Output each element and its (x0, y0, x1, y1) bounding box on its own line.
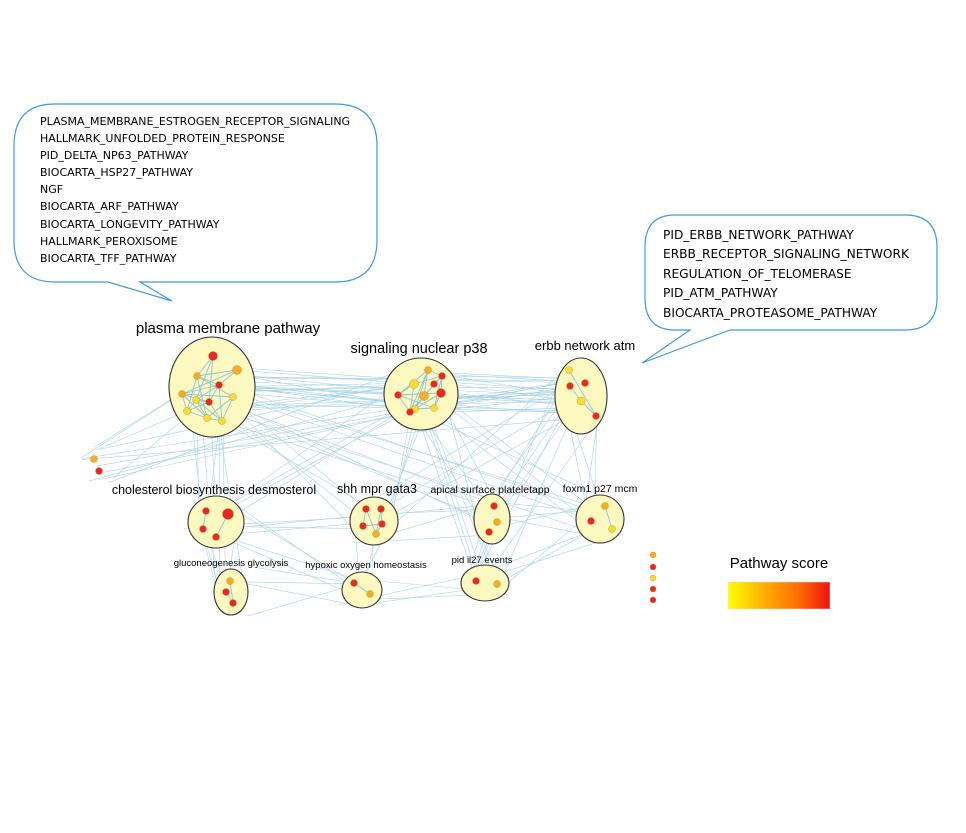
pathway-node (439, 373, 446, 380)
cluster-label-chol: cholesterol biosynthesis desmosterol (112, 483, 316, 497)
pathway-node (96, 468, 103, 475)
pathway-node (431, 381, 438, 388)
callout-left-item: BIOCARTA_HSP27_PATHWAY (40, 164, 350, 181)
pathway-node (363, 506, 370, 513)
pathway-node (230, 600, 237, 607)
pathway-node (602, 503, 609, 510)
cluster-label-shh: shh mpr gata3 (337, 482, 417, 496)
pathway-node (230, 394, 237, 401)
callout-left-pathway-list: PLASMA_MEMBRANE_ESTROGEN_RECEPTOR_SIGNAL… (40, 113, 350, 267)
pathway-node (216, 382, 223, 389)
legend: Pathway score (728, 555, 830, 609)
pathway-node (650, 552, 656, 558)
network-edge (239, 515, 368, 527)
network-edge (99, 407, 439, 480)
callout-right-item: PID_ATM_PATHWAY (663, 284, 909, 303)
cluster-label-erbb: erbb network atm (535, 338, 635, 353)
pathway-node (351, 580, 358, 587)
callout-right-item: REGULATION_OF_TELOMERASE (663, 265, 909, 284)
cluster-label-foxm1: foxm1 p27 mcm (563, 483, 638, 495)
pathway-node (410, 380, 419, 389)
callout-left-item: BIOCARTA_TFF_PATHWAY (40, 250, 350, 267)
callout-right-item: PID_ERBB_NETWORK_PATHWAY (663, 226, 909, 245)
pathway-node (200, 526, 207, 533)
callout-left-item: PLASMA_MEMBRANE_ESTROGEN_RECEPTOR_SIGNAL… (40, 113, 350, 130)
cluster-foxm1-ellipse (576, 495, 624, 543)
cluster-pid-ellipse (461, 565, 509, 601)
pathway-node (193, 397, 200, 404)
pathway-node (486, 529, 493, 536)
callout-left-item: HALLMARK_UNFOLDED_PROTEIN_RESPONSE (40, 130, 350, 147)
pathway-node (373, 531, 380, 538)
callout-left-item: PID_DELTA_NP63_PATHWAY (40, 147, 350, 164)
pathway-node (219, 418, 226, 425)
pathway-node (367, 591, 374, 598)
pathway-node (209, 352, 218, 361)
cluster-erbb-ellipse (555, 358, 607, 434)
pathway-node (379, 521, 386, 528)
pathway-node (650, 597, 656, 603)
pathway-node (223, 509, 234, 520)
cluster-apical-ellipse (474, 494, 510, 544)
network-edge (89, 388, 428, 482)
callout-left-item: BIOCARTA_LONGEVITY_PATHWAY (40, 216, 350, 233)
pathway-node (194, 373, 201, 380)
pathway-node (378, 506, 385, 513)
pathway-node (577, 397, 585, 405)
callout-right-item: ERBB_RECEPTOR_SIGNALING_NETWORK (663, 245, 909, 264)
pathway-node (407, 409, 414, 416)
pathway-node (566, 367, 573, 374)
pathway-node (491, 503, 498, 510)
legend-gradient-bar (728, 582, 830, 609)
pathway-node (420, 392, 429, 401)
pathway-node (494, 581, 501, 588)
pathway-node (437, 389, 446, 398)
pathway-node (588, 518, 595, 525)
cluster-label-p38: signaling nuclear p38 (350, 341, 487, 357)
pathway-node (650, 586, 656, 592)
pathway-node (609, 526, 616, 533)
callout-left-item: BIOCARTA_ARF_PATHWAY (40, 198, 350, 215)
pathway-node (425, 367, 432, 374)
pathway-node (223, 589, 230, 596)
cluster-gluco-ellipse (214, 569, 248, 615)
pathway-node (395, 392, 402, 399)
cluster-shh-ellipse (350, 497, 398, 545)
pathway-node (91, 456, 98, 463)
cluster-label-pid: pid il27 events (452, 555, 513, 566)
pathway-node (494, 519, 501, 526)
callout-right-pathway-list: PID_ERBB_NETWORK_PATHWAY ERBB_RECEPTOR_S… (663, 226, 909, 323)
cluster-label-apical: apical surface plateletapp (430, 484, 549, 496)
pathway-node (582, 380, 589, 387)
pathway-node (593, 413, 600, 420)
pathway-node (179, 391, 186, 398)
cluster-label-gluco: gluconeogenesis glycolysis (174, 558, 289, 569)
pathway-node (206, 399, 213, 406)
pathway-node (213, 534, 220, 541)
pathway-node (567, 383, 574, 390)
cluster-label-hypoxic: hypoxic oxygen homeostasis (305, 560, 427, 571)
cluster-hypoxic-ellipse (342, 572, 382, 608)
cluster-label-plasma: plasma membrane pathway (136, 320, 321, 337)
callout-left-item: NGF (40, 181, 350, 198)
callout-right-item: BIOCARTA_PROTEASOME_PATHWAY (663, 304, 909, 323)
pathway-node (204, 415, 211, 422)
legend-title: Pathway score (730, 555, 828, 572)
pathway-node (227, 578, 234, 585)
pathway-node (233, 366, 242, 375)
pathway-node (184, 408, 191, 415)
pathway-node (203, 508, 210, 515)
pathway-node (360, 523, 367, 530)
callout-left-item: HALLMARK_PEROXISOME (40, 233, 350, 250)
network-edge (82, 383, 556, 458)
pathway-node (431, 405, 438, 412)
pathway-node (650, 575, 656, 581)
pathway-node (650, 564, 656, 570)
pathway-node (473, 578, 480, 585)
